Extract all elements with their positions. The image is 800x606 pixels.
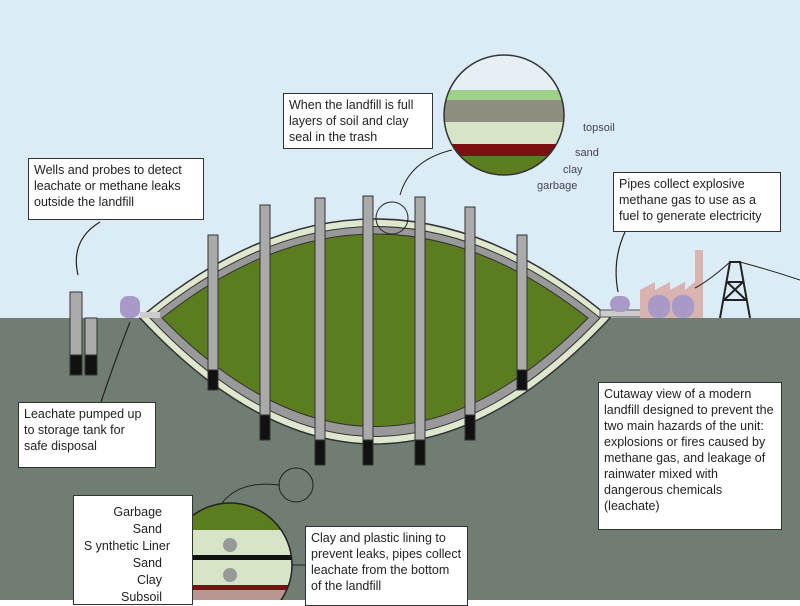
liner-layer: Garbage <box>113 505 162 519</box>
callout-lining: Clay and plastic lining to prevent leaks… <box>305 526 468 606</box>
topsoil-magnifier <box>375 54 565 235</box>
gas-tank <box>610 296 630 312</box>
callout-full: When the landfill is full layers of soil… <box>283 93 433 149</box>
power-plant <box>640 250 703 318</box>
power-tower <box>694 261 800 319</box>
layer-label-topsoil: topsoil <box>583 122 615 134</box>
callout-wells: Wells and probes to detect leachate or m… <box>28 158 204 220</box>
liner-layer: S ynthetic Liner <box>83 539 170 553</box>
liner-layer: Sand <box>132 522 162 536</box>
callout-cutaway: Cutaway view of a modern landfill design… <box>598 382 782 530</box>
gas-wells <box>207 195 528 466</box>
layer-label-sand: sand <box>575 147 599 159</box>
callout-pipes: Pipes collect explosive methane gas to u… <box>613 172 781 232</box>
monitoring-probes <box>69 291 98 376</box>
callout-arrows <box>75 221 626 406</box>
callout-leachate: Leachate pumped up to storage tank for s… <box>18 402 156 468</box>
leachate-pipe <box>140 312 160 318</box>
liner-layer: Sand <box>132 556 162 570</box>
liner-layer: Clay <box>136 573 162 587</box>
storage-tank <box>120 296 140 318</box>
liner-layer: Subsoil <box>121 590 162 604</box>
layer-label-clay: clay <box>563 164 583 176</box>
layer-label-garbage: garbage <box>537 180 578 192</box>
liner-layers-list: Garbage Sand S ynthetic Liner Sand Clay … <box>73 495 193 605</box>
